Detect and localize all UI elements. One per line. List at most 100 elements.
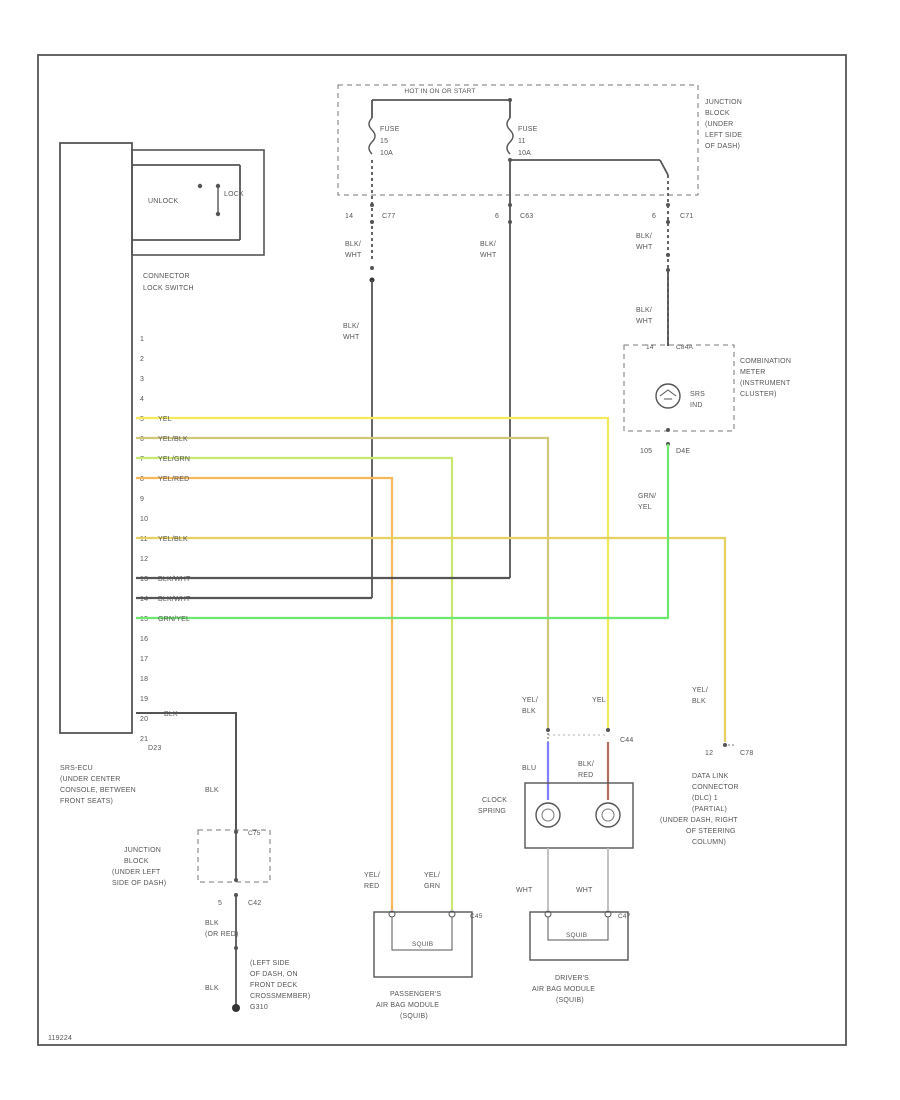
junction-block-dash: HOT IN ON OR START FUSE 15 10A FUSE 11 1…: [337, 84, 699, 196]
svg-text:C42: C42: [248, 900, 261, 907]
svg-text:BLOCK: BLOCK: [705, 110, 730, 117]
svg-text:WHT: WHT: [480, 252, 497, 259]
connector-lock-switch: UNLOCK LOCK CONNECTOR LOCK SWITCH: [131, 149, 265, 292]
svg-text:WHT: WHT: [516, 887, 533, 894]
wire-yel-grn-pin7: YEL/GRN: [136, 456, 454, 910]
svg-text:CROSSMEMBER): CROSSMEMBER): [250, 993, 310, 1000]
svg-text:YEL/BLK: YEL/BLK: [158, 436, 188, 443]
svg-text:WHT: WHT: [636, 318, 653, 325]
fuse-11-number: 11: [518, 138, 526, 145]
driver-air-bag-module: SQUIB DRIVER'S AIR BAG MODULE (SQUIB) C4…: [529, 910, 631, 1004]
ecu-pin-9: 9: [140, 496, 144, 503]
ecu-pin-10: 10: [140, 516, 148, 523]
svg-text:BLK/: BLK/: [636, 233, 652, 240]
ecu-pin-15: 15: [140, 616, 148, 623]
svg-text:105: 105: [640, 448, 652, 455]
svg-text:(DLC) 1: (DLC) 1: [692, 795, 718, 802]
svg-text:COMBINATION: COMBINATION: [740, 358, 791, 365]
ecu-pin-6: 6: [140, 436, 144, 443]
svg-text:COLUMN): COLUMN): [692, 839, 726, 846]
svg-text:D4E: D4E: [676, 448, 690, 455]
svg-text:PASSENGER'S: PASSENGER'S: [390, 991, 441, 998]
corner-id: 119224: [48, 1035, 72, 1042]
fuse-11: FUSE 11 10A: [506, 117, 537, 157]
ecu-pin-3: 3: [140, 376, 144, 383]
svg-text:YEL: YEL: [158, 416, 172, 423]
svg-text:FRONT DECK: FRONT DECK: [250, 982, 298, 989]
svg-text:UNLOCK: UNLOCK: [148, 198, 179, 205]
svg-text:LOCK SWITCH: LOCK SWITCH: [143, 285, 194, 292]
svg-text:SIDE OF DASH): SIDE OF DASH): [112, 880, 166, 887]
svg-text:(SQUIB): (SQUIB): [556, 997, 584, 1004]
svg-text:YEL/: YEL/: [424, 872, 440, 879]
ecu-pin-14: 14: [140, 596, 148, 603]
svg-text:BLK: BLK: [692, 698, 706, 705]
svg-text:BLK/: BLK/: [480, 241, 496, 248]
svg-text:YEL: YEL: [638, 504, 652, 511]
ecu-pin-1: 1: [140, 336, 144, 343]
ecu-pin-13: 13: [140, 576, 148, 583]
svg-text:CLOCK: CLOCK: [482, 797, 507, 804]
svg-text:SQUIB: SQUIB: [412, 941, 433, 948]
wire-grn-yel-pin15: GRN/YEL GRN/ YEL: [136, 444, 670, 623]
svg-text:C75: C75: [248, 830, 261, 837]
ecu-pin-18: 18: [140, 676, 148, 683]
data-link-connector: YEL/ BLK 12 C78 DATA LINK CONNECTOR (DLC…: [660, 687, 753, 846]
svg-text:DRIVER'S: DRIVER'S: [555, 975, 589, 982]
svg-text:YEL/: YEL/: [364, 872, 380, 879]
svg-text:14: 14: [345, 213, 353, 220]
svg-text:GRN: GRN: [424, 883, 440, 890]
svg-text:C77: C77: [382, 213, 395, 220]
svg-text:(OR RED): (OR RED): [205, 931, 239, 938]
svg-text:(SQUIB): (SQUIB): [400, 1013, 428, 1020]
svg-text:6: 6: [652, 213, 656, 220]
svg-text:C44: C44: [620, 737, 633, 744]
svg-text:BLU: BLU: [522, 765, 536, 772]
wire-blk-wht-pin13: BLK/WHT: [136, 576, 510, 583]
fuse-15-amps: 10A: [380, 150, 393, 157]
svg-text:YEL/: YEL/: [692, 687, 708, 694]
ecu-pin-17: 17: [140, 656, 148, 663]
ecu-pin-21: 21: [140, 736, 148, 743]
svg-text:(PARTIAL): (PARTIAL): [692, 806, 727, 813]
svg-text:DATA LINK: DATA LINK: [692, 773, 729, 780]
svg-text:CONSOLE, BETWEEN: CONSOLE, BETWEEN: [60, 787, 136, 794]
svg-text:D23: D23: [148, 745, 161, 752]
ecu-pin-19: 19: [140, 696, 148, 703]
ground-id: G310: [250, 1004, 268, 1011]
svg-text:BLK/: BLK/: [636, 307, 652, 314]
fuse-15-feed: BLK/ WHT BLK/ WHT: [343, 160, 375, 598]
svg-text:YEL: YEL: [592, 697, 606, 704]
svg-text:IND: IND: [690, 402, 703, 409]
svg-text:AIR BAG MODULE: AIR BAG MODULE: [532, 986, 595, 993]
fuse-15-label: FUSE: [380, 126, 400, 133]
svg-text:SQUIB: SQUIB: [566, 932, 587, 939]
wire-blk-wht-pin14: BLK/WHT: [136, 596, 372, 603]
svg-text:CLUSTER): CLUSTER): [740, 391, 777, 398]
svg-text:METER: METER: [740, 369, 766, 376]
svg-text:C63: C63: [520, 213, 533, 220]
svg-text:LOCK: LOCK: [224, 191, 244, 198]
svg-text:WHT: WHT: [576, 887, 593, 894]
hot-label: HOT IN ON OR START: [404, 88, 475, 95]
svg-text:BLK: BLK: [205, 985, 219, 992]
meter-feed: BLK/ WHT BLK/ WHT: [636, 175, 670, 346]
svg-text:C84A: C84A: [676, 344, 694, 351]
svg-text:(INSTRUMENT: (INSTRUMENT: [740, 380, 791, 387]
ecu-pin-20: 20: [140, 716, 148, 723]
ecu-pin-16: 16: [140, 636, 148, 643]
fuse-11-feed: BLK/ WHT: [480, 160, 511, 578]
svg-text:(LEFT SIDE: (LEFT SIDE: [250, 960, 290, 967]
svg-text:CONNECTOR: CONNECTOR: [143, 273, 190, 280]
wire-yel-blk-pin6: YEL/BLK: [136, 436, 550, 728]
clock-spring: YEL/ BLK YEL C44 BLU BLK/ RED CLOCK SPRI…: [478, 697, 634, 910]
svg-text:6: 6: [495, 213, 499, 220]
ecu-pin-7: 7: [140, 456, 144, 463]
svg-text:BLK/: BLK/: [578, 761, 594, 768]
svg-text:RED: RED: [364, 883, 379, 890]
connector-c63: 6 C63: [495, 203, 533, 224]
junction-block-dash-label: JUNCTION BLOCK (UNDER LEFT SIDE OF DASH): [705, 99, 742, 150]
connector-c77: 14 C77: [345, 203, 395, 224]
passenger-air-bag-module: YEL/ RED YEL/ GRN SQUIB PASSENGER'S AIR …: [364, 872, 483, 1020]
